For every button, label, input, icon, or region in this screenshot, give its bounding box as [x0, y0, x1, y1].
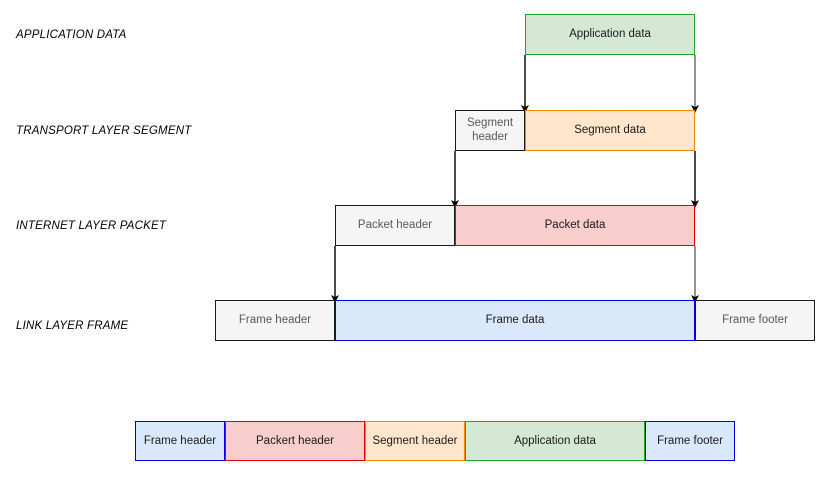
strip-segment-header: Segment header [365, 421, 465, 461]
row-label-1: TRANSPORT LAYER SEGMENT [16, 125, 192, 137]
strip-frame-header: Frame header [135, 421, 225, 461]
row-label-2: INTERNET LAYER PACKET [16, 220, 167, 232]
frame-footer-box: Frame footer [695, 300, 815, 341]
strip-application-data: Application data [465, 421, 645, 461]
application-data-box: Application data [525, 14, 695, 55]
strip-frame-footer: Frame footer [645, 421, 735, 461]
strip-packert-header: Packert header [225, 421, 365, 461]
row-label-3: LINK LAYER FRAME [16, 320, 129, 332]
row-label-0: APPLICATION DATA [16, 29, 127, 41]
frame-data-box: Frame data [335, 300, 695, 341]
packet-header-box: Packet header [335, 205, 455, 246]
segment-data-box: Segment data [525, 110, 695, 151]
frame-header-box: Frame header [215, 300, 335, 341]
packet-data-box: Packet data [455, 205, 695, 246]
